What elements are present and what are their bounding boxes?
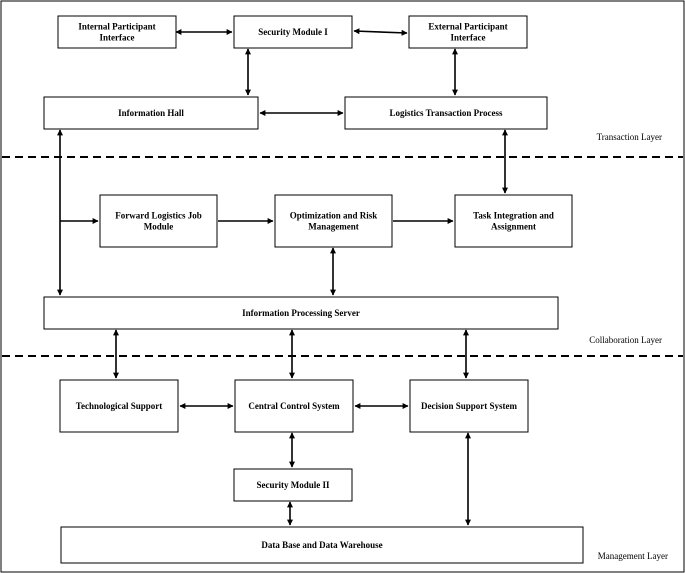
node-box: [408, 15, 528, 49]
node-label: Information Hall: [118, 108, 184, 118]
node-label: Central Control System: [248, 401, 340, 411]
node-box: [233, 15, 353, 49]
node-security2: Security Module II: [233, 468, 353, 502]
layer-label-transaction: Transaction Layer: [597, 132, 662, 142]
node-label: Information Processing Server: [242, 308, 360, 318]
node-box: [60, 526, 584, 564]
node-label: Module: [144, 222, 174, 232]
node-box: [99, 194, 218, 248]
edge-security1-to-external: [353, 28, 408, 36]
node-security1: Security Module I: [233, 15, 353, 49]
node-label: Task Integration and: [473, 211, 554, 221]
connector-group: [57, 28, 508, 526]
node-label: Interface: [100, 33, 135, 43]
node-box: [409, 379, 529, 433]
node-label: Security Module II: [257, 480, 330, 490]
node-label: Optimization and Risk: [290, 211, 378, 221]
node-box: [274, 194, 393, 248]
node-info-server: Information Processing Server: [43, 296, 559, 330]
node-label: External Participant: [428, 22, 507, 32]
node-label: Security Module I: [258, 27, 328, 37]
node-box: [57, 15, 177, 49]
node-label: Logistics Transaction Process: [390, 108, 503, 118]
node-label: Technological Support: [76, 401, 162, 411]
node-box: [234, 379, 354, 433]
node-box: [344, 96, 548, 130]
node-box: [233, 468, 353, 502]
node-label: Assignment: [491, 222, 536, 232]
node-label: Decision Support System: [421, 401, 518, 411]
node-info-hall: Information Hall: [43, 96, 259, 130]
node-label: Forward Logistics Job: [115, 211, 202, 221]
layer-label-collaboration: Collaboration Layer: [589, 335, 662, 345]
node-box: [43, 296, 559, 330]
node-label: Interface: [451, 33, 486, 43]
node-decision: Decision Support System: [409, 379, 529, 433]
node-box: [59, 379, 179, 433]
node-label: Internal Participant: [78, 22, 155, 32]
node-logistics: Logistics Transaction Process: [344, 96, 548, 130]
node-database: Data Base and Data Warehouse: [60, 526, 584, 564]
layer-label-management: Management Layer: [598, 551, 668, 561]
node-central: Central Control System: [234, 379, 354, 433]
node-box: [454, 194, 573, 248]
node-tech: Technological Support: [59, 379, 179, 433]
node-box: [43, 96, 259, 130]
node-label: Data Base and Data Warehouse: [261, 540, 382, 550]
node-label: Management: [308, 222, 359, 232]
